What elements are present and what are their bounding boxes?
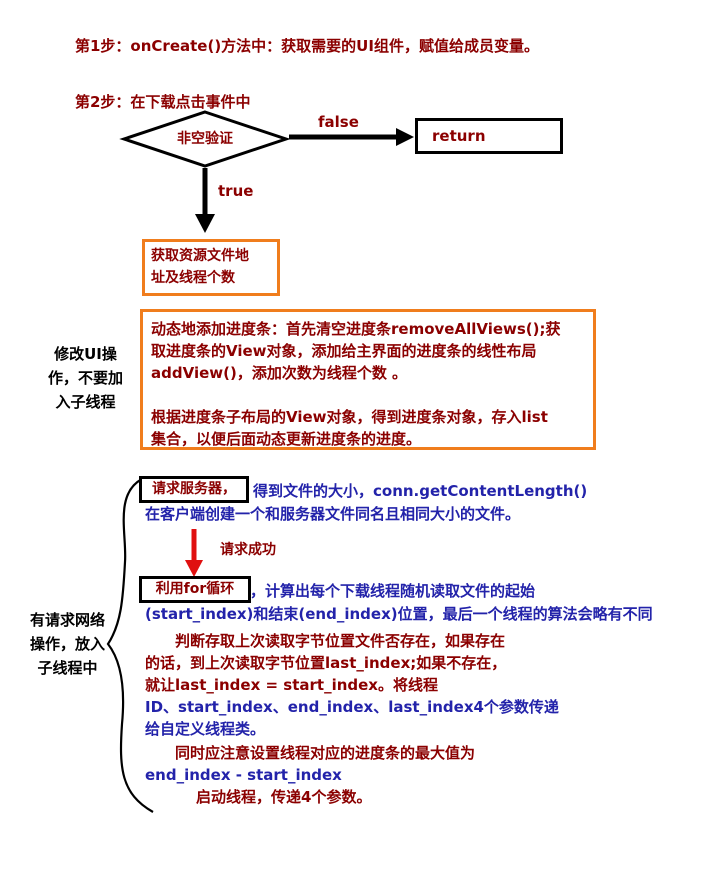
resource-line: 获取资源文件地 bbox=[151, 248, 249, 264]
request-success-arrow bbox=[185, 529, 203, 577]
network-thread-note-line: 有请求网络 bbox=[30, 611, 106, 629]
return-label: return bbox=[432, 127, 486, 145]
progress-line: addView()，添加次数为线程个数 。 bbox=[151, 364, 408, 382]
request-server-box: 请求服务器， bbox=[139, 476, 249, 503]
forloop-line: 判断存取上次读取字节位置文件否存在，如果存在 bbox=[175, 632, 506, 650]
forloop-line: 给自定义线程类。 bbox=[145, 720, 266, 738]
progress-line: 取进度条的View对象，添加给主界面的进度条的线性布局 bbox=[151, 342, 537, 360]
step2-title: 第2步：在下载点击事件中 bbox=[75, 93, 251, 111]
false-label: false bbox=[318, 113, 359, 131]
true-arrow bbox=[195, 168, 215, 233]
ui-thread-note-line: 作，不要加 bbox=[48, 369, 124, 387]
request-line-1: 得到文件的大小，conn.getContentLength() bbox=[253, 482, 588, 500]
true-label: true bbox=[218, 182, 254, 200]
request-server-label: 请求服务器， bbox=[152, 481, 236, 497]
forloop-line: 的话，到上次读取字节位置last_index;如果不存在， bbox=[145, 654, 507, 672]
progress-line: 根据进度条子布局的View对象，得到进度条对象，存入list bbox=[151, 408, 548, 426]
ui-thread-note-line: 修改UI操 bbox=[54, 345, 117, 363]
network-thread-note: 有请求网络 操作，放入 子线程中 bbox=[30, 608, 105, 680]
forloop-line: 启动线程，传递4个参数。 bbox=[196, 788, 372, 806]
network-thread-note-line: 子线程中 bbox=[37, 659, 98, 677]
network-thread-note-line: 操作，放入 bbox=[30, 635, 106, 653]
forloop-line: ID、start_index、end_index、last_index4个参数传… bbox=[145, 698, 559, 716]
progress-box: 动态地添加进度条：首先清空进度条removeAllViews();获 取进度条的… bbox=[140, 309, 596, 450]
ui-thread-note-line: 入子线程 bbox=[55, 393, 116, 411]
forloop-line: end_index - start_index bbox=[145, 766, 342, 784]
request-success-label: 请求成功 bbox=[220, 542, 276, 558]
progress-line: 集合，以便后面动态更新进度条的进度。 bbox=[151, 430, 422, 448]
progress-line bbox=[151, 384, 585, 406]
forloop-line-rest: ，计算出每个下载线程随机读取文件的起始 bbox=[250, 582, 536, 600]
return-box: return bbox=[415, 118, 563, 154]
forloop-line: 就让last_index = start_index。将线程 bbox=[145, 676, 438, 694]
request-line-2: 在客户端创建一个和服务器文件同名且相同大小的文件。 bbox=[145, 505, 521, 523]
forloop-box: 利用for循环 bbox=[139, 576, 251, 603]
progress-line: 动态地添加进度条：首先清空进度条removeAllViews();获 bbox=[151, 320, 561, 338]
forloop-label: 利用for循环 bbox=[155, 581, 235, 597]
ui-thread-note: 修改UI操 作，不要加 入子线程 bbox=[48, 342, 123, 414]
step1-title: 第1步：onCreate()方法中：获取需要的UI组件，赋值给成员变量。 bbox=[75, 37, 539, 55]
forloop-line: 同时应注意设置线程对应的进度条的最大值为 bbox=[175, 744, 476, 762]
resource-box: 获取资源文件地 址及线程个数 bbox=[142, 239, 280, 296]
decision-label: 非空验证 bbox=[177, 131, 233, 147]
resource-line: 址及线程个数 bbox=[151, 270, 235, 286]
forloop-line: (start_index)和结束(end_index)位置，最后一个线程的算法会… bbox=[145, 605, 653, 623]
left-brace bbox=[106, 478, 154, 813]
